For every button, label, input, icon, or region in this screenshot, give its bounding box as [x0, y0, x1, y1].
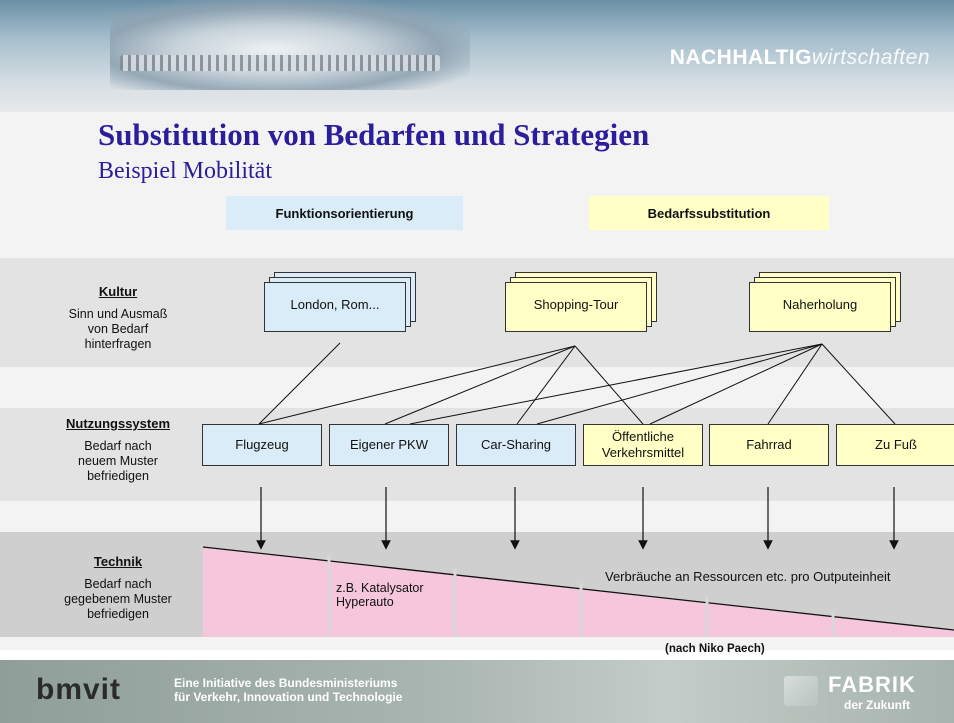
header-banner: NACHHALTIGwirtschaften — [0, 0, 954, 112]
row-desc-kultur: Sinn und Ausmaß von Bedarf hinterfragen — [68, 307, 168, 351]
slide-subtitle: Beispiel Mobilität — [98, 158, 272, 184]
fabrik-der-zukunft-logo: FABRIK der Zukunft — [784, 666, 934, 714]
option-eigener-pkw: Eigener PKW — [329, 424, 449, 466]
initiative-line-1: Eine Initiative des Bundesministeriums — [174, 676, 398, 690]
bmvit-logo: bmvit — [36, 673, 122, 706]
brand-italic: wirtschaften — [811, 46, 930, 69]
culture-doc-label: Naherholung — [782, 296, 858, 312]
row-desc-technik: Bedarf nach gegebenem Muster befriedigen — [64, 577, 172, 621]
legend-bedarfssubstitution: Bedarfssubstitution — [589, 196, 829, 230]
initiative-text: Eine Initiative des Bundesministeriums f… — [174, 676, 402, 704]
option-zu-fuss: Zu Fuß — [836, 424, 954, 466]
fabrik-title: FABRIK — [828, 672, 916, 697]
culture-doc-naherholung: Naherholung — [749, 272, 904, 332]
machine-image-detail — [120, 55, 440, 71]
legend-funktionsorientierung: Funktionsorientierung — [226, 196, 463, 230]
brand-logo: NACHHALTIGwirtschaften — [670, 46, 930, 70]
brand-bold: NACHHALTIG — [669, 46, 812, 69]
fabrik-logo-icon — [784, 676, 818, 706]
row-title-technik: Technik — [93, 554, 143, 569]
initiative-line-2: für Verkehr, Innovation und Technologie — [174, 690, 403, 704]
technik-example-note: z.B. Katalysator Hyperauto — [336, 581, 424, 609]
option-car-sharing: Car-Sharing — [456, 424, 576, 466]
culture-doc-label: London, Rom... — [290, 296, 380, 312]
row-heading-kultur: Kultur Sinn und Ausmaß von Bedarf hinter… — [48, 284, 188, 352]
source-citation: (nach Niko Paech) — [665, 643, 765, 655]
culture-doc-london-rom: London, Rom... — [264, 272, 419, 332]
row-desc-nutzungssystem: Bedarf nach neuem Muster befriedigen — [78, 439, 158, 483]
resource-consumption-label: Verbräuche an Ressourcen etc. pro Output… — [605, 569, 891, 584]
row-title-kultur: Kultur — [98, 284, 138, 299]
culture-doc-shopping-tour: Shopping-Tour — [505, 272, 660, 332]
row-heading-nutzungssystem: Nutzungssystem Bedarf nach neuem Muster … — [48, 416, 188, 484]
machine-image — [110, 0, 470, 90]
fabrik-subtitle: der Zukunft — [844, 698, 910, 712]
option-flugzeug: Flugzeug — [202, 424, 322, 466]
option-oeffentliche-verkehrsmittel: Öffentliche Verkehrsmittel — [583, 424, 703, 466]
slide-title: Substitution von Bedarfen und Strategien — [98, 117, 650, 152]
row-heading-technik: Technik Bedarf nach gegebenem Muster bef… — [48, 554, 188, 622]
row-title-nutzungssystem: Nutzungssystem — [65, 416, 171, 431]
culture-doc-label: Shopping-Tour — [533, 296, 619, 312]
option-fahrrad: Fahrrad — [709, 424, 829, 466]
